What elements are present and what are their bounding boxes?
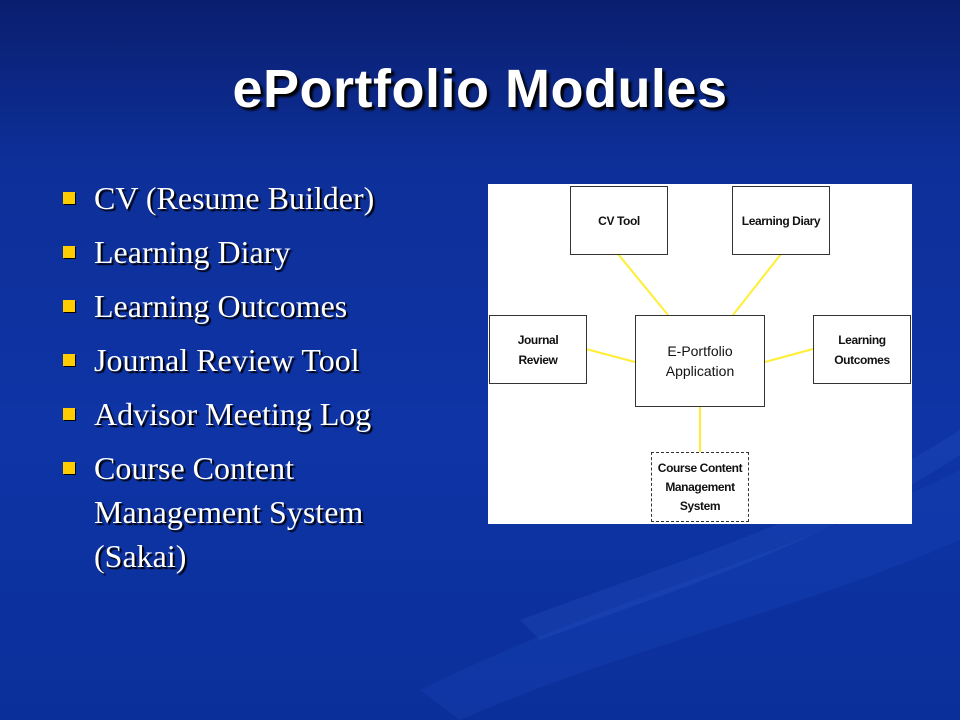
node-learning-diary: Learning Diary [732, 186, 830, 255]
connector-learning-diary [732, 253, 782, 316]
node-eportfolio-application: E-Portfolio Application [635, 315, 765, 407]
diagram-connectors [585, 253, 814, 452]
node-journal-review: Journal Review [489, 315, 587, 384]
bullet-item: Advisor Meeting Log [60, 392, 440, 436]
bullet-square-icon [63, 300, 75, 312]
bullet-item: CV (Resume Builder) [60, 176, 440, 220]
bullet-text: Advisor Meeting Log [94, 396, 372, 432]
connector-cv-tool [617, 253, 669, 316]
bullet-text: Journal Review Tool [94, 342, 360, 378]
eportfolio-diagram: CV Tool Learning Diary Journal Review E-… [488, 184, 912, 524]
connector-learning-outcomes [764, 348, 814, 363]
bullet-item: Learning Outcomes [60, 284, 440, 328]
node-label: E-Portfolio Application [665, 343, 735, 379]
bullet-square-icon [63, 354, 75, 366]
bullet-item: Learning Diary [60, 230, 440, 274]
node-label: Learning Diary [741, 213, 821, 228]
bullet-square-icon [63, 408, 75, 420]
node-course-content: Course Content Management System [651, 452, 749, 522]
node-cv-tool: CV Tool [570, 186, 668, 255]
node-label: CV Tool [598, 213, 640, 228]
bullet-list: CV (Resume Builder) Learning Diary Learn… [60, 176, 440, 588]
connector-journal-review [585, 348, 636, 363]
bullet-square-icon [63, 246, 75, 258]
bullet-square-icon [63, 192, 75, 204]
bullet-square-icon [63, 462, 75, 474]
bullet-item: Course Content Management System (Sakai) [60, 446, 440, 578]
node-label: Course Content Management System [657, 460, 743, 513]
bullet-text: Learning Outcomes [94, 288, 348, 324]
slide-title: ePortfolio Modules [232, 59, 728, 119]
node-label: Learning Outcomes [834, 332, 890, 367]
node-learning-outcomes: Learning Outcomes [813, 315, 911, 384]
bullet-text: Course Content Management System (Sakai) [94, 450, 364, 574]
bullet-text: Learning Diary [94, 234, 291, 270]
node-label: Journal Review [517, 332, 559, 367]
bullet-text: CV (Resume Builder) [94, 180, 375, 216]
bullet-item: Journal Review Tool [60, 338, 440, 382]
